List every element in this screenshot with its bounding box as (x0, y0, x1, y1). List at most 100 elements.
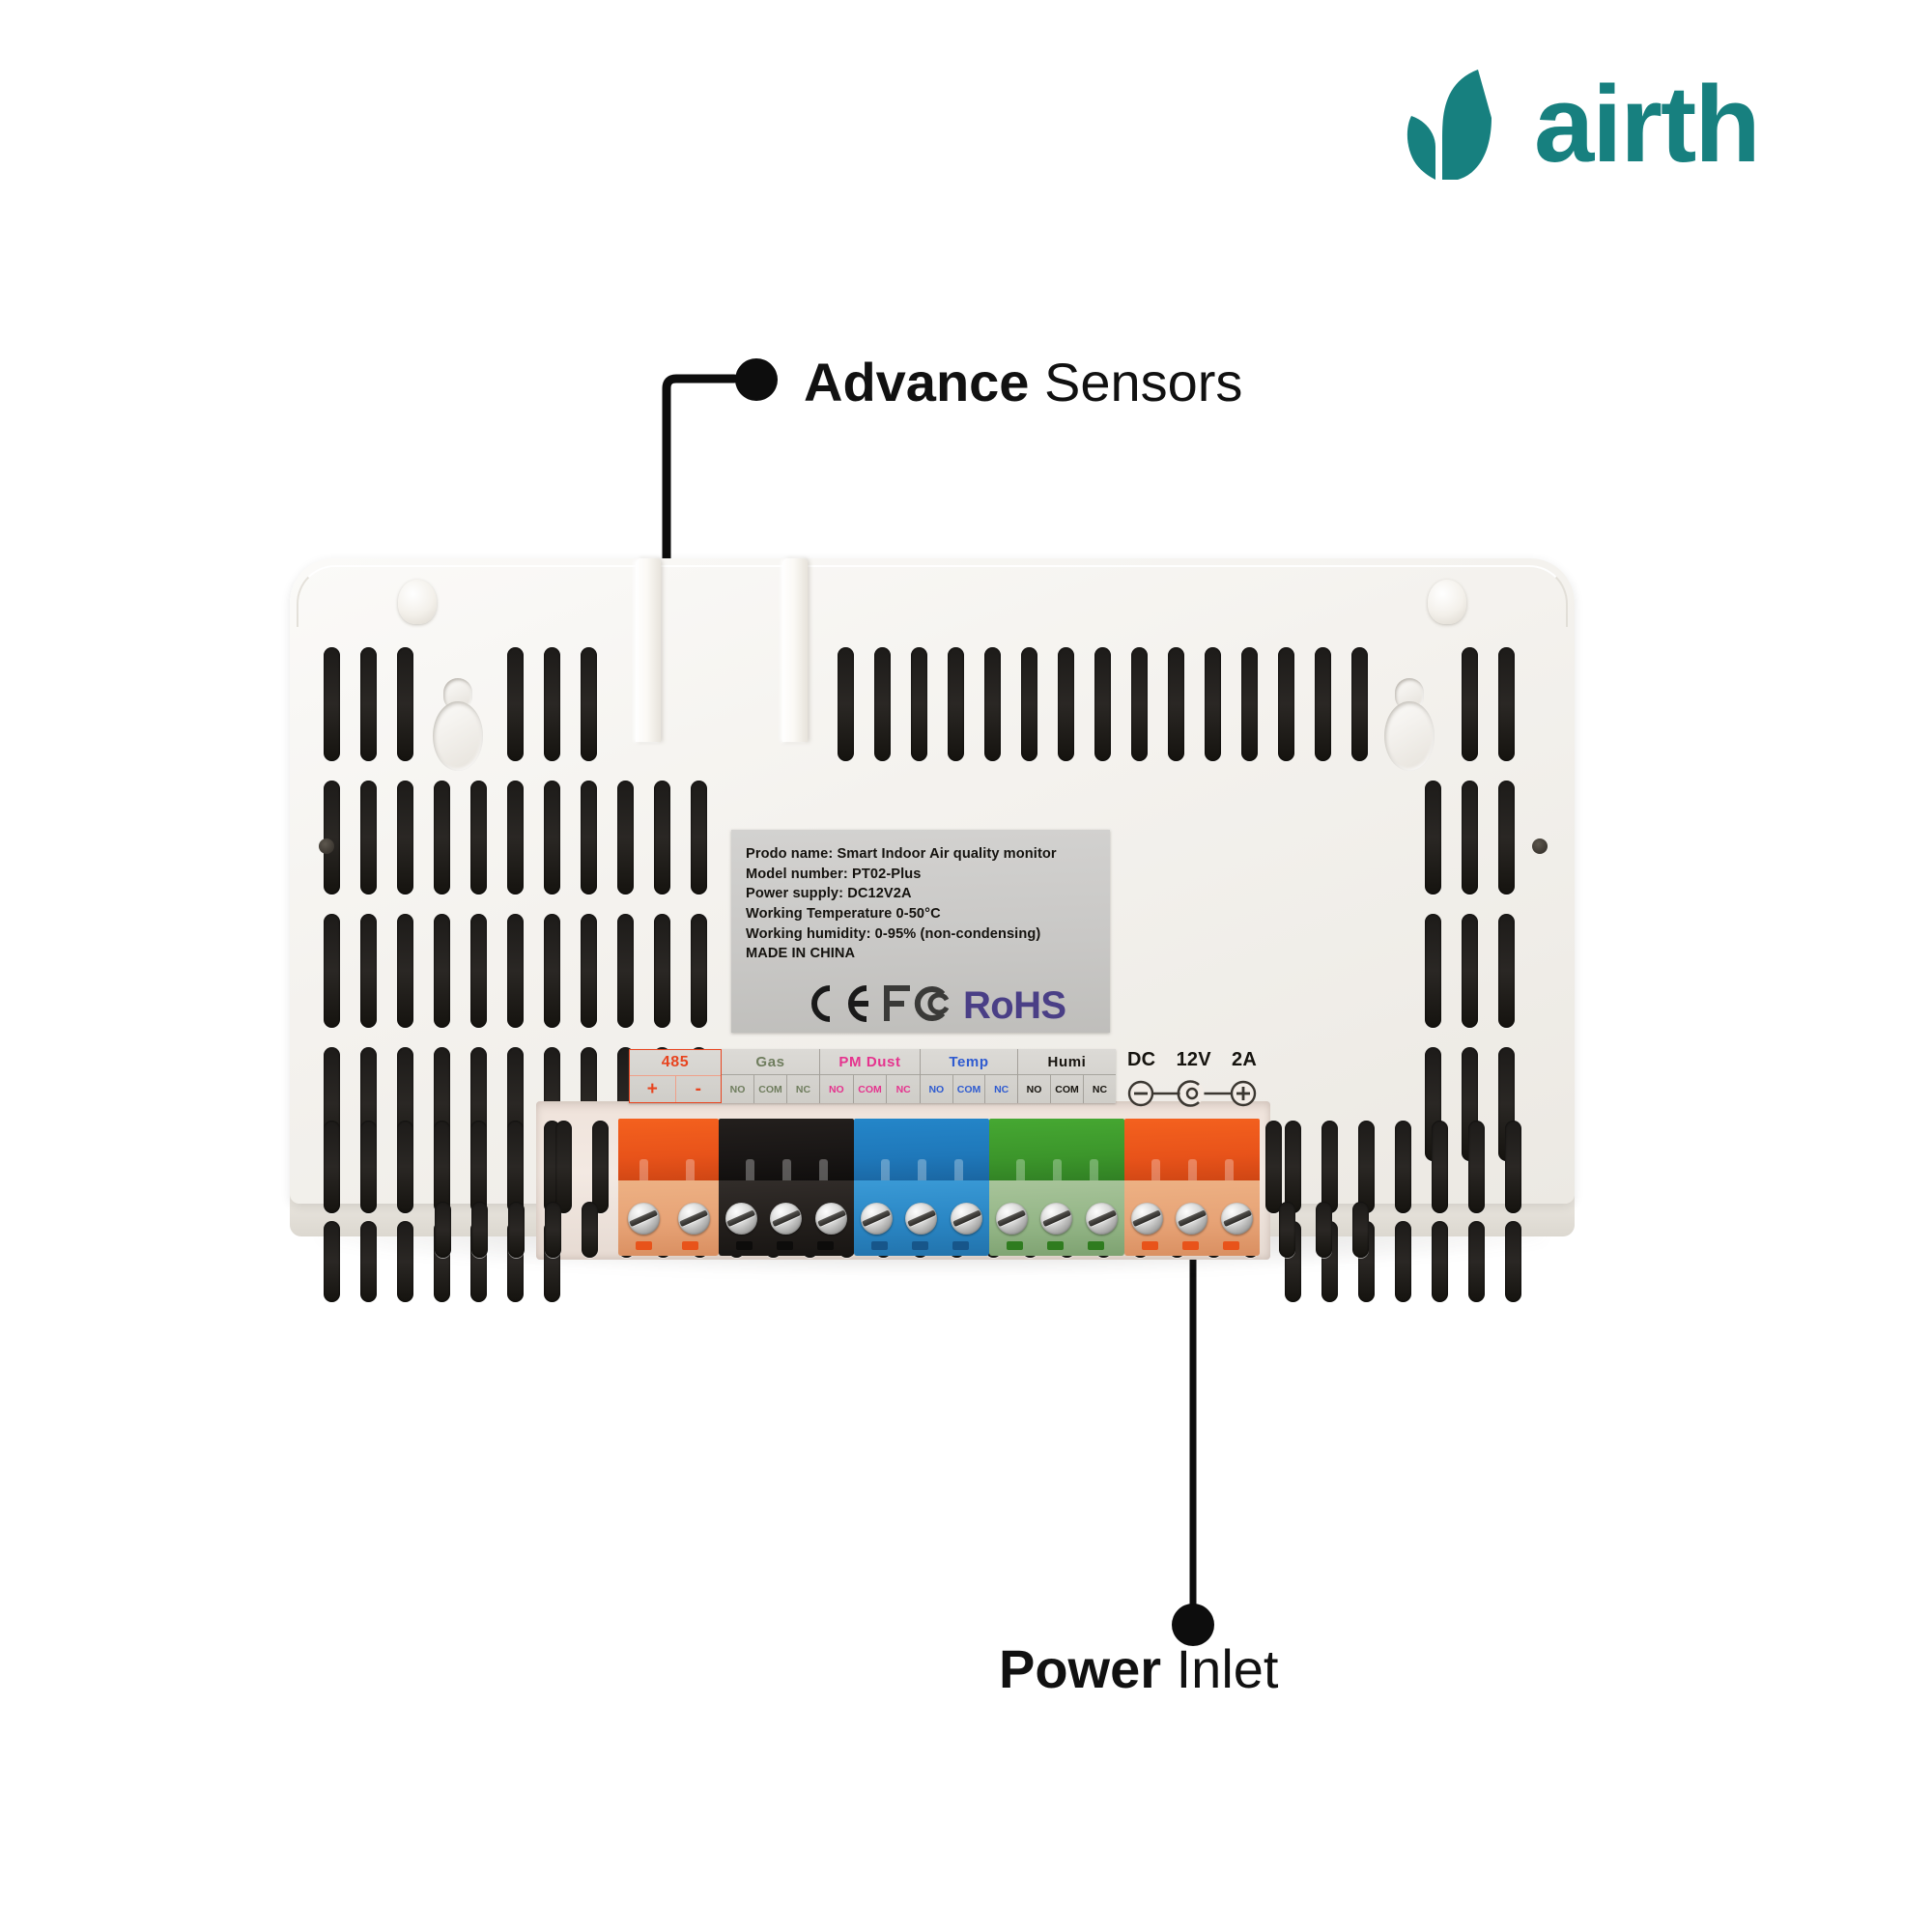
vent-slot (1395, 1121, 1411, 1213)
vent-slot (434, 781, 450, 895)
legend-title-gas: Gas (755, 1053, 785, 1070)
vent-slot (911, 647, 927, 761)
dc-label-voltage: 12V (1176, 1049, 1211, 1070)
bullet-dot-icon-advance-sensors (735, 358, 778, 401)
terminal-screw[interactable] (1130, 1202, 1163, 1235)
vent-slot (1505, 1221, 1521, 1302)
legend-title-humi: Humi (1047, 1053, 1087, 1070)
vent-slot (581, 781, 597, 895)
vent-slot (581, 914, 597, 1028)
terminal-block-gas[interactable] (719, 1119, 854, 1256)
vent-slot (360, 647, 377, 761)
callout-advance-sensors-light: Sensors (1029, 352, 1243, 412)
legend-group-temp: Temp NO COM NC (921, 1049, 1018, 1103)
terminal-screw[interactable] (1221, 1202, 1254, 1235)
legend-title-485: 485 (661, 1054, 690, 1070)
terminal-screw[interactable] (1040, 1202, 1073, 1235)
vent-slot (1205, 647, 1221, 761)
vent-slot (434, 1121, 450, 1213)
terminal-legend-strip: 485 + - Gas NO COM NC PM Dust NO COM NC … (629, 1049, 1116, 1103)
spec-line-working-humidity: Working humidity: 0-95% (non-condensing) (746, 925, 1041, 942)
spec-line-model-number: Model number: PT02-Plus (746, 866, 922, 882)
vent-slot (617, 914, 634, 1028)
vent-slot (471, 1202, 488, 1258)
vent-slot (545, 1202, 561, 1258)
vent-slot (1021, 647, 1037, 761)
terminal-screw[interactable] (627, 1202, 660, 1235)
vent-slot (470, 1121, 487, 1213)
legend-cell-gas-nc: NC (787, 1074, 819, 1103)
dc-input-legend: DC 12V 2A (1127, 1049, 1257, 1115)
vent-slot (1094, 647, 1111, 761)
brand-logo: airth (1403, 68, 1761, 182)
vent-slot (691, 914, 707, 1028)
vent-slot (1058, 647, 1074, 761)
legend-group-pm-dust: PM Dust NO COM NC (820, 1049, 921, 1103)
terminal-block-humi[interactable] (1124, 1119, 1260, 1256)
vent-slot (397, 647, 413, 761)
spec-line-origin: MADE IN CHINA (746, 946, 856, 962)
vent-slot (324, 914, 340, 1028)
spec-label-sticker: Prodo name: Smart Indoor Air quality mon… (731, 830, 1110, 1033)
vent-slot (1358, 1121, 1375, 1213)
vent-slot (324, 1121, 340, 1213)
legend-cell-pm-dust-nc: NC (887, 1074, 921, 1103)
legend-cell-temp-nc: NC (985, 1074, 1018, 1103)
vent-slot (1168, 647, 1184, 761)
vent-slot (1462, 914, 1478, 1028)
terminal-block-pm-dust[interactable] (854, 1119, 989, 1256)
pinhole-left (319, 838, 334, 854)
legend-cell-pm-dust-no: NO (820, 1074, 854, 1103)
terminal-screw[interactable] (815, 1202, 848, 1235)
vent-slot (1131, 647, 1148, 761)
keyhole-mount-right (1384, 678, 1435, 771)
terminal-screw[interactable] (951, 1202, 983, 1235)
dc-polarity-symbol (1127, 1080, 1257, 1107)
terminal-screw[interactable] (724, 1202, 757, 1235)
vent-slot (397, 914, 413, 1028)
vent-slot (1351, 647, 1368, 761)
vent-slot (1278, 647, 1294, 761)
terminal-screw[interactable] (905, 1202, 938, 1235)
vent-slot (1279, 1202, 1295, 1258)
vent-slot (555, 1121, 572, 1213)
vent-slot (324, 647, 340, 761)
terminal-screw[interactable] (1086, 1202, 1119, 1235)
vent-slot (360, 1221, 377, 1302)
legend-cell-humi-nc: NC (1084, 1074, 1116, 1103)
terminal-screw[interactable] (995, 1202, 1028, 1235)
legend-cell-humi-no: NO (1018, 1074, 1051, 1103)
vent-slot (1498, 647, 1515, 761)
vent-slot (1432, 1121, 1448, 1213)
minus-circle-icon (1127, 1080, 1154, 1107)
dc-label-dc: DC (1127, 1049, 1156, 1070)
vent-slot (1432, 1221, 1448, 1302)
legend-cell-485-plus: + (630, 1075, 676, 1102)
legend-cell-temp-no: NO (921, 1074, 953, 1103)
vent-slot (397, 1121, 413, 1213)
vent-slot (617, 781, 634, 895)
legend-cell-humi-com: COM (1051, 1074, 1084, 1103)
legend-cell-pm-dust-com: COM (853, 1074, 888, 1103)
vent-slot (1265, 1121, 1282, 1213)
vent-slot (360, 914, 377, 1028)
bullet-dot-icon-power-inlet (1172, 1604, 1214, 1646)
fcc-mark-icon (884, 985, 950, 1021)
vent-slot (507, 1121, 524, 1213)
leaf-sprout-icon (1406, 70, 1492, 180)
terminal-screw[interactable] (860, 1202, 893, 1235)
vent-slot (397, 1221, 413, 1302)
legend-title-temp: Temp (949, 1053, 989, 1070)
vent-slot (1316, 1202, 1332, 1258)
vent-slot (1425, 914, 1441, 1028)
vent-slot (470, 914, 487, 1028)
legend-cell-485-minus: - (675, 1075, 721, 1102)
terminal-block-temp[interactable] (989, 1119, 1124, 1256)
legend-cell-gas-no: NO (722, 1074, 754, 1103)
terminal-screw[interactable] (677, 1202, 710, 1235)
terminal-block-485[interactable] (618, 1119, 719, 1256)
terminal-screw[interactable] (1176, 1202, 1208, 1235)
terminal-screw[interactable] (770, 1202, 803, 1235)
legend-cell-gas-com: COM (754, 1074, 787, 1103)
